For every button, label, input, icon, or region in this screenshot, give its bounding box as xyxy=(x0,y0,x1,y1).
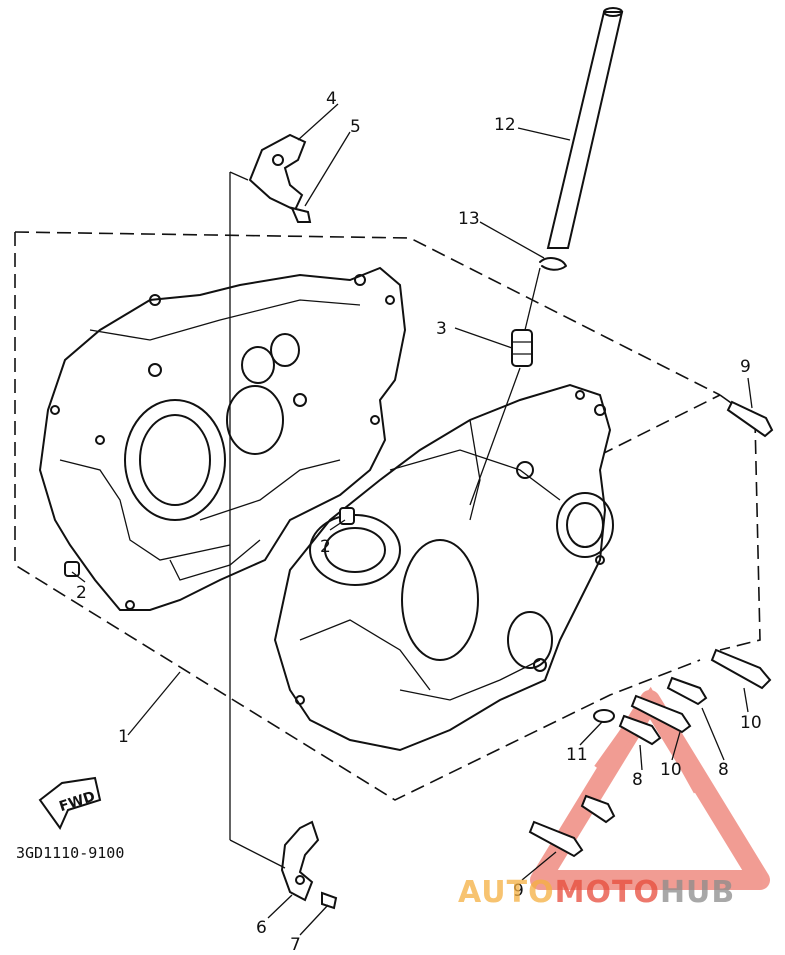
callout-13: 13 xyxy=(458,209,480,229)
watermark-text: AUTOMOTOHUB xyxy=(458,875,735,910)
watermark-hub: HUB xyxy=(660,875,735,910)
bolt xyxy=(710,648,772,690)
callout-1: 1 xyxy=(118,727,129,747)
forward-direction-arrow xyxy=(38,776,102,831)
leader-lines xyxy=(71,103,753,936)
callout-6: 6 xyxy=(256,918,267,938)
callout-12: 12 xyxy=(494,115,516,135)
bolt xyxy=(618,714,662,746)
left-crankcase xyxy=(38,266,407,611)
callout-7: 7 xyxy=(290,935,301,955)
svg-text:AUTOMOTOHUB: AUTOMOTOHUB xyxy=(458,875,735,910)
watermark-logo xyxy=(530,686,770,890)
upper-retainer-plate xyxy=(248,133,312,223)
callout-9b: 9 xyxy=(513,881,524,901)
watermark-moto: MOTO xyxy=(555,875,660,910)
part-code: 3GD1110-9100 xyxy=(16,844,124,862)
callout-10b: 10 xyxy=(660,760,682,780)
breather-fitting xyxy=(511,329,533,367)
callout-4: 4 xyxy=(326,89,337,109)
callout-9a: 9 xyxy=(740,357,751,377)
callout-5: 5 xyxy=(350,117,361,137)
lower-retainer-plate xyxy=(280,820,338,910)
dowel-pin xyxy=(339,507,355,525)
right-crankcase xyxy=(273,383,614,752)
callout-8a: 8 xyxy=(718,760,729,780)
callout-10a: 10 xyxy=(740,713,762,733)
bolt xyxy=(528,820,584,858)
callout-2a: 2 xyxy=(76,583,87,603)
bolt xyxy=(726,400,774,438)
callout-2b: 2 xyxy=(320,537,331,557)
callout-labels: 1 2 2 3 4 5 6 7 8 8 9 9 10 10 11 12 13 xyxy=(76,89,762,955)
breather-hose xyxy=(546,7,624,249)
hose-clip xyxy=(539,257,567,271)
watermark-auto: AUTO xyxy=(458,875,555,910)
dowel-pin xyxy=(64,561,80,577)
bolt xyxy=(580,794,616,824)
callout-3: 3 xyxy=(436,319,447,339)
callout-8b: 8 xyxy=(632,770,643,790)
bolt xyxy=(666,676,708,706)
washer xyxy=(593,709,615,723)
callout-11: 11 xyxy=(566,745,588,765)
bolt xyxy=(630,694,692,734)
